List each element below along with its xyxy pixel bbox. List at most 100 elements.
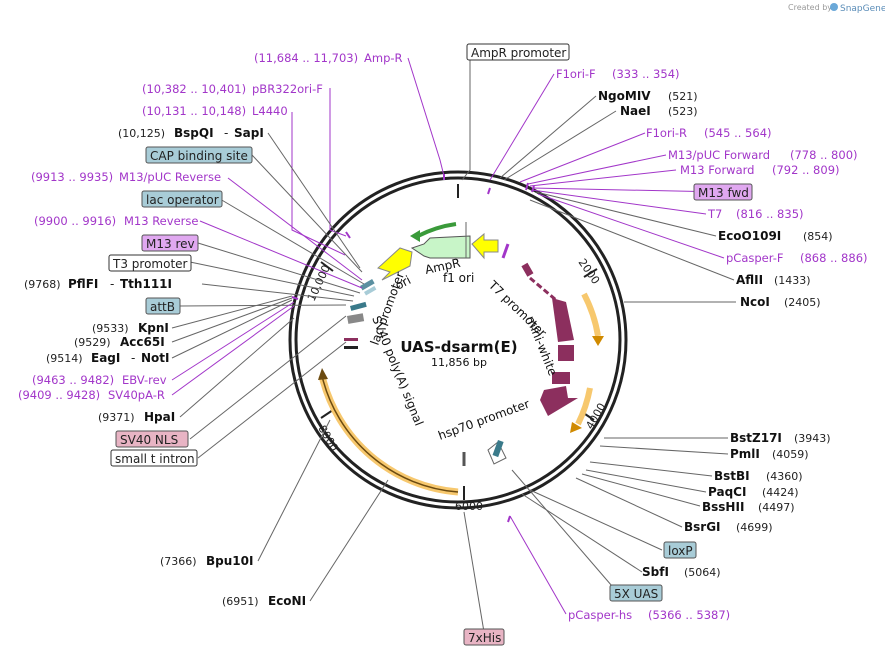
bspqi-name: BspQI bbox=[174, 126, 214, 140]
bpu10i-pos: (7366) bbox=[160, 555, 197, 568]
tick-label-8000: 8000 bbox=[315, 423, 340, 454]
pcasper-f-name: pCasper-F bbox=[726, 251, 784, 265]
sv40-arrowhead bbox=[318, 368, 328, 380]
eagi-pos: (9514) bbox=[46, 352, 83, 365]
tth111i-name: Tth111I bbox=[120, 277, 172, 291]
mini-white-gene bbox=[521, 262, 578, 416]
aflii-name: AflII bbox=[736, 273, 763, 287]
ecoo109i-pos: (854) bbox=[803, 230, 833, 243]
t7-mark bbox=[501, 243, 510, 259]
sapi-name: SapI bbox=[234, 126, 264, 140]
m13-forward-name: M13 Forward bbox=[680, 163, 754, 177]
leader-lines-right bbox=[489, 73, 736, 615]
acc65i-pos: (9529) bbox=[74, 336, 111, 349]
ebv-rev-pos: (9463 .. 9482) bbox=[32, 373, 114, 387]
sv40-nls-label: SV40 NLS bbox=[120, 433, 178, 447]
m13-puc-forward-pos: (778 .. 800) bbox=[790, 148, 858, 162]
feature-label-f1-ori: f1 ori bbox=[443, 271, 474, 285]
m13-reverse-pos: (9900 .. 9916) bbox=[34, 214, 116, 228]
m13-rev-label: M13 rev bbox=[146, 237, 195, 251]
bspqi-sep: - bbox=[224, 126, 228, 140]
m13-forward-pos: (792 .. 809) bbox=[772, 163, 840, 177]
lac-operator-label: lac operator bbox=[146, 193, 219, 207]
loxp-label: loxP bbox=[668, 544, 693, 558]
amp-r-name: Amp-R bbox=[364, 51, 403, 65]
small-t-block-2 bbox=[344, 346, 358, 349]
pbr322ori-f-name: pBR322ori-F bbox=[252, 82, 323, 96]
f1ori-f-name: F1ori-F bbox=[556, 67, 596, 81]
plasmid-length: 11,856 bp bbox=[431, 356, 487, 369]
hpai-name: HpaI bbox=[144, 410, 175, 424]
f1ori-r-pos: (545 .. 564) bbox=[704, 126, 772, 140]
m13-rev-box bbox=[141, 234, 199, 252]
t3-promoter-label: T3 promoter bbox=[112, 257, 188, 271]
5x-uas-box bbox=[609, 584, 663, 602]
pflfi-pos: (9768) bbox=[24, 278, 61, 291]
bstz17i-pos: (3943) bbox=[794, 432, 831, 445]
cap-binding-block bbox=[360, 279, 375, 291]
f1-ori-arrow bbox=[471, 232, 499, 260]
ampr-green-arrowhead bbox=[410, 230, 420, 242]
eagi-sep: - bbox=[131, 351, 135, 365]
t3-promoter-box bbox=[108, 254, 192, 272]
bstbi-pos: (4360) bbox=[766, 470, 803, 483]
attb-box bbox=[145, 297, 181, 315]
pmli-name: PmlI bbox=[730, 447, 760, 461]
brand-name: SnapGene bbox=[840, 4, 885, 14]
naei-name: NaeI bbox=[620, 104, 651, 118]
econi-name: EcoNI bbox=[268, 594, 306, 608]
ecoo109i-name: EcoO109I bbox=[718, 229, 781, 243]
ebv-rev-name: EBV-rev bbox=[122, 373, 167, 387]
m13-fwd-label: M13 fwd bbox=[698, 186, 749, 200]
bpu10i-name: Bpu10I bbox=[206, 554, 253, 568]
primer-marks bbox=[291, 174, 535, 523]
kpni-pos: (9533) bbox=[92, 322, 129, 335]
pflfi-sep: - bbox=[110, 277, 114, 291]
uas-block bbox=[492, 440, 504, 458]
tick-2000 bbox=[583, 268, 598, 278]
small-t-intron-block bbox=[344, 338, 358, 341]
orange-arc-upper bbox=[581, 292, 601, 337]
sbfi-pos: (5064) bbox=[684, 566, 721, 579]
m13-fwd-box bbox=[693, 183, 753, 201]
ncoi-name: NcoI bbox=[740, 295, 770, 309]
backbone-outer bbox=[288, 170, 628, 510]
ngomiv-name: NgoMIV bbox=[598, 89, 651, 103]
orange-arrow-upper bbox=[592, 336, 604, 346]
attb-block bbox=[350, 301, 367, 311]
bsrgi-name: BsrGI bbox=[684, 520, 721, 534]
7xhis-box bbox=[463, 628, 505, 646]
t7-pos: (816 .. 835) bbox=[736, 207, 804, 221]
5x-uas-label: 5X UAS bbox=[614, 587, 658, 601]
hpai-pos: (9371) bbox=[98, 411, 135, 424]
ampr-green-arc bbox=[417, 222, 457, 238]
watermark-prefix: Created by bbox=[788, 3, 832, 12]
sv40pa-r-name: SV40pA-R bbox=[108, 388, 165, 402]
sbfi-name: SbfI bbox=[642, 565, 669, 579]
7xhis-label: 7xHis bbox=[468, 631, 501, 645]
loxp-box bbox=[663, 541, 697, 559]
small-t-intron-label: small t intron bbox=[115, 452, 195, 466]
m13-reverse-name: M13 Reverse bbox=[124, 214, 198, 228]
tick-10000 bbox=[320, 261, 334, 272]
kpni-name: KpnI bbox=[138, 321, 169, 335]
ampr-promoter-box bbox=[466, 43, 570, 61]
orange-arc-lower bbox=[575, 387, 593, 426]
cap-binding-site-label: CAP binding site bbox=[150, 149, 248, 163]
feature-label-hsp70-promoter: hsp70 promoter bbox=[436, 397, 531, 443]
leader-lines-left bbox=[171, 57, 485, 633]
ncoi-pos: (2405) bbox=[784, 296, 821, 309]
bspqi-pos: (10,125) bbox=[118, 127, 165, 140]
l4440-name: L4440 bbox=[252, 104, 288, 118]
backbone-inner bbox=[294, 176, 622, 504]
ori-arrow bbox=[377, 247, 413, 281]
sv40pa-r-pos: (9409 .. 9428) bbox=[18, 388, 100, 402]
pmli-pos: (4059) bbox=[772, 448, 809, 461]
f1ori-f-pos: (333 .. 354) bbox=[612, 67, 680, 81]
ampr-arrow bbox=[410, 235, 471, 259]
pflfi-name: PflFI bbox=[68, 277, 98, 291]
m13-puc-forward-name: M13/pUC Forward bbox=[668, 148, 770, 162]
paqci-name: PaqCI bbox=[708, 485, 746, 499]
bstbi-name: BstBI bbox=[714, 469, 750, 483]
